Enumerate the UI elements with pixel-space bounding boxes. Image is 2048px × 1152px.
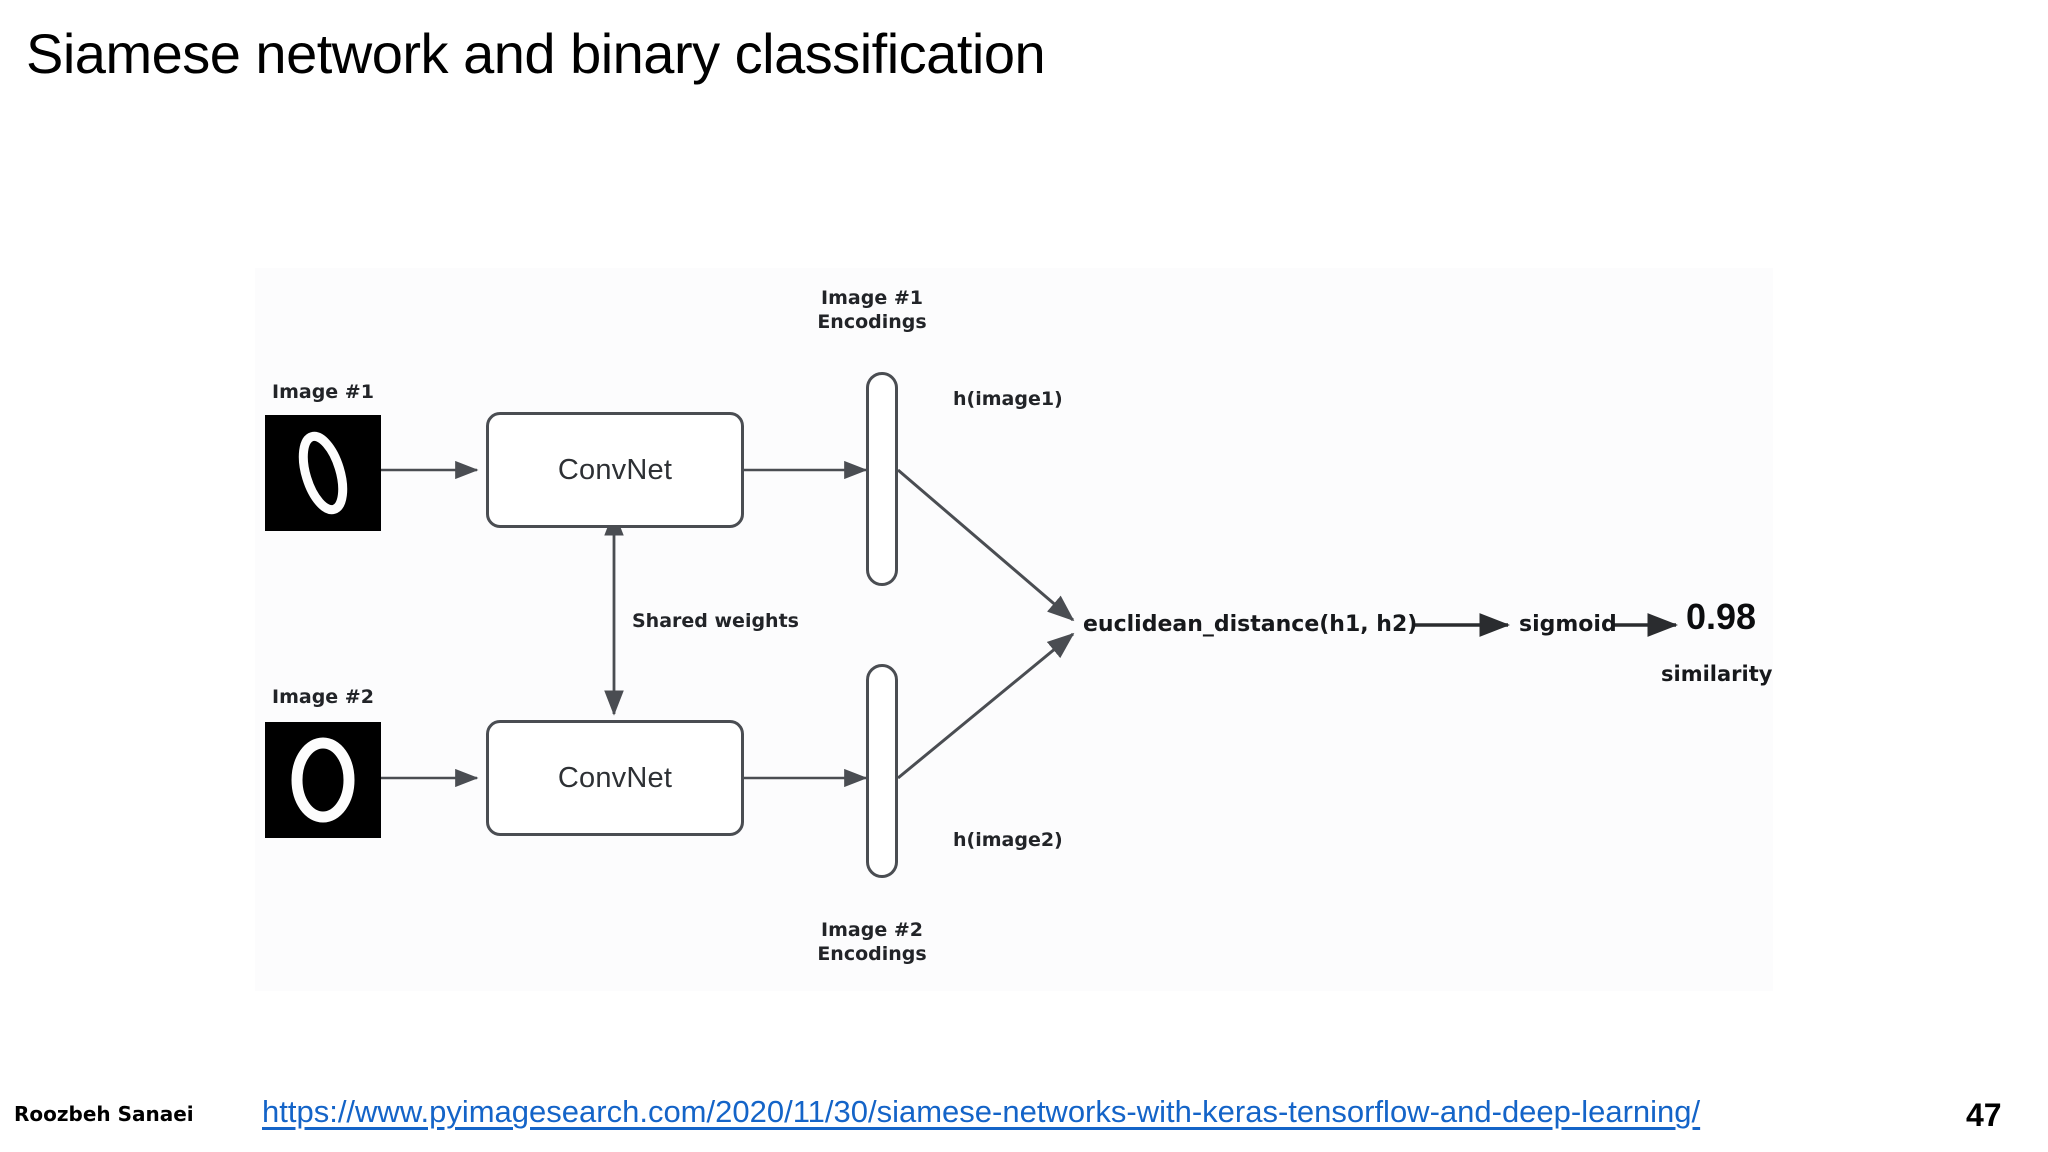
convnet-top-label: ConvNet	[557, 453, 673, 486]
encoding-bar-1	[866, 372, 898, 586]
label-sigmoid: sigmoid	[1519, 612, 1617, 637]
slide-footer: Roozbeh Sanaei https://www.pyimagesearch…	[0, 1092, 2048, 1152]
label-image-1-encodings: Image #1 Encodings	[817, 287, 927, 334]
image-1-thumbnail	[265, 415, 381, 531]
label-shared-weights: Shared weights	[632, 610, 799, 632]
similarity-score-value: 0.98	[1686, 596, 1757, 637]
label-h-image1: h(image1)	[953, 388, 1063, 410]
label-image-1: Image #1	[272, 381, 374, 403]
siamese-network-diagram	[255, 268, 1773, 991]
label-h-image2: h(image2)	[953, 829, 1063, 851]
convnet-box-bottom[interactable]: ConvNet	[486, 720, 744, 836]
image-2-thumbnail	[265, 722, 381, 838]
convnet-box-top[interactable]: ConvNet	[486, 412, 744, 528]
mnist-digit-zero-upright	[265, 722, 381, 838]
page-number: 47	[1966, 1097, 2002, 1133]
mnist-digit-zero-slanted	[265, 415, 381, 531]
encoding-bar-2	[866, 664, 898, 878]
convnet-bottom-label: ConvNet	[557, 761, 673, 794]
author-name: Roozbeh Sanaei	[14, 1102, 194, 1126]
page-title: Siamese network and binary classificatio…	[26, 22, 1046, 85]
label-similarity: similarity	[1661, 662, 1773, 686]
label-image-2-encodings: Image #2 Encodings	[817, 919, 927, 966]
label-euclidean-distance: euclidean_distance(h1, h2)	[1083, 612, 1418, 637]
label-image-2: Image #2	[272, 686, 374, 708]
source-url-link[interactable]: https://www.pyimagesearch.com/2020/11/30…	[262, 1094, 1701, 1129]
